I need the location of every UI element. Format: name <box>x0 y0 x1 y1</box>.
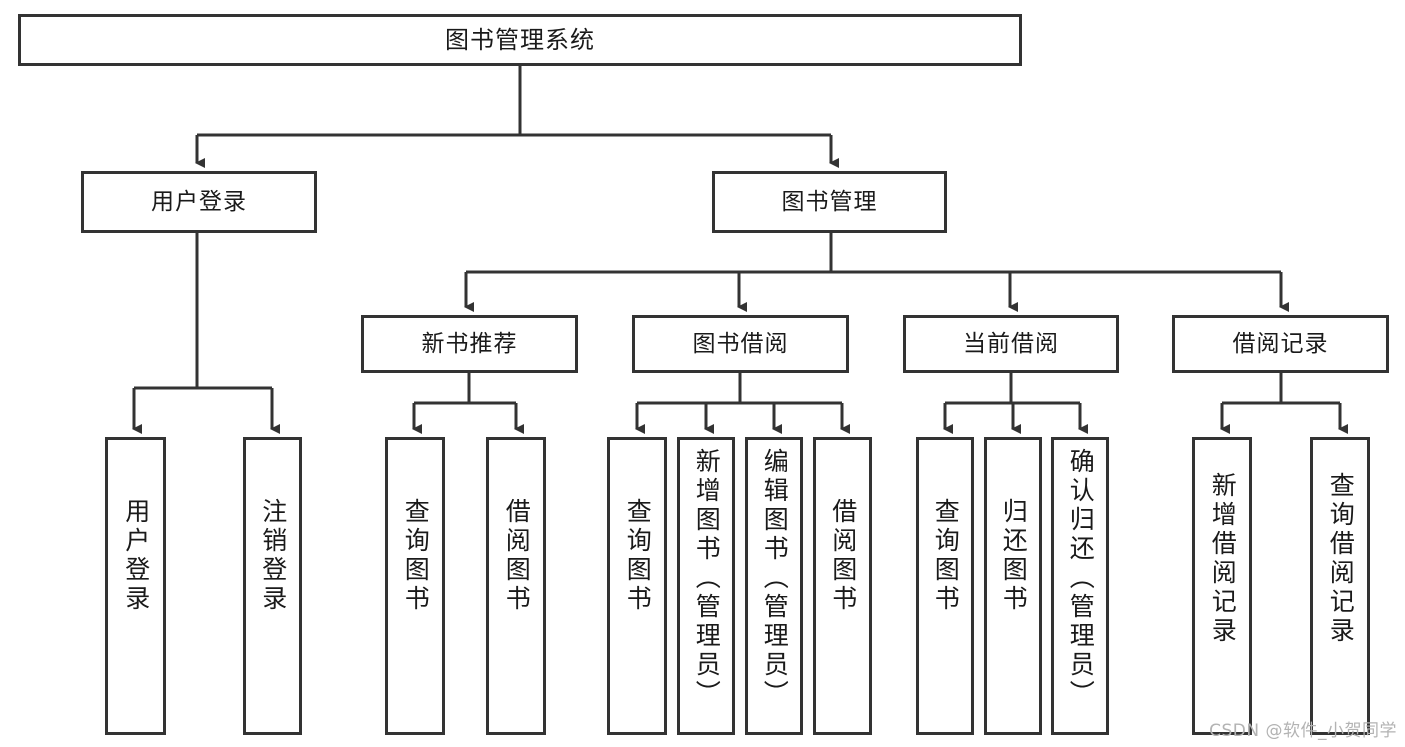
node-leaf-return-book-label: 归还图书 <box>999 498 1029 614</box>
node-leaf-edit-book[interactable]: 编辑图书（管理员） <box>745 437 803 735</box>
node-leaf-query-record-label: 查询借阅记录 <box>1326 472 1356 646</box>
node-user-login[interactable]: 用户登录 <box>81 171 317 233</box>
node-leaf-confirm-return-label: 确认归还（管理员） <box>1066 448 1096 709</box>
node-leaf-add-book-label: 新增图书（管理员） <box>692 448 722 709</box>
node-user-login-label: 用户登录 <box>151 188 247 215</box>
watermark-text: CSDN @软件_小贺同学 <box>1209 721 1397 741</box>
node-current-borrow[interactable]: 当前借阅 <box>903 315 1119 373</box>
node-borrow-record[interactable]: 借阅记录 <box>1172 315 1389 373</box>
node-leaf-query-book-3-label: 查询图书 <box>931 498 961 614</box>
node-new-book-recommend-label: 新书推荐 <box>421 330 518 357</box>
node-leaf-edit-book-label: 编辑图书（管理员） <box>760 448 790 709</box>
node-leaf-borrow-book-1[interactable]: 借阅图书 <box>486 437 546 735</box>
node-book-manage-label: 图书管理 <box>781 188 878 215</box>
node-leaf-borrow-book-2-label: 借阅图书 <box>828 498 858 614</box>
node-leaf-user-logout-label: 注销登录 <box>258 498 288 614</box>
node-leaf-query-book-3[interactable]: 查询图书 <box>916 437 974 735</box>
node-leaf-add-book[interactable]: 新增图书（管理员） <box>677 437 735 735</box>
node-root-label: 图书管理系统 <box>445 26 595 54</box>
node-borrow-record-label: 借阅记录 <box>1232 330 1329 357</box>
node-new-book-recommend[interactable]: 新书推荐 <box>361 315 578 373</box>
node-leaf-user-logout[interactable]: 注销登录 <box>243 437 302 735</box>
node-leaf-user-login-label: 用户登录 <box>121 498 151 614</box>
node-leaf-query-record[interactable]: 查询借阅记录 <box>1310 437 1370 735</box>
node-leaf-query-book-1[interactable]: 查询图书 <box>385 437 445 735</box>
node-leaf-add-record-label: 新增借阅记录 <box>1208 472 1238 646</box>
node-leaf-return-book[interactable]: 归还图书 <box>984 437 1042 735</box>
node-book-borrow-label: 图书借阅 <box>692 330 789 357</box>
node-leaf-borrow-book-2[interactable]: 借阅图书 <box>813 437 872 735</box>
node-book-manage[interactable]: 图书管理 <box>712 171 947 233</box>
node-leaf-confirm-return[interactable]: 确认归还（管理员） <box>1051 437 1109 735</box>
node-leaf-query-book-1-label: 查询图书 <box>401 498 431 614</box>
node-current-borrow-label: 当前借阅 <box>963 330 1059 357</box>
node-root[interactable]: 图书管理系统 <box>18 14 1022 66</box>
node-leaf-user-login[interactable]: 用户登录 <box>105 437 166 735</box>
node-leaf-query-book-2-label: 查询图书 <box>623 498 653 614</box>
node-leaf-borrow-book-1-label: 借阅图书 <box>502 498 532 614</box>
node-leaf-query-book-2[interactable]: 查询图书 <box>607 437 667 735</box>
node-leaf-add-record[interactable]: 新增借阅记录 <box>1192 437 1252 735</box>
node-book-borrow[interactable]: 图书借阅 <box>632 315 849 373</box>
